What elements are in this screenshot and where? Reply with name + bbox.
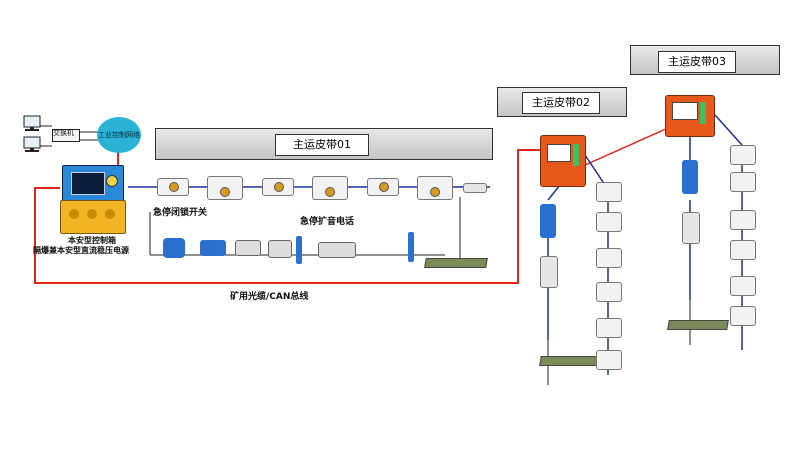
belt02-to-belt03-link [584, 127, 669, 166]
belt01-sensor-6 [417, 176, 453, 200]
industrial-network-cloud [97, 117, 141, 153]
pull-cord-sensor-1 [296, 236, 302, 264]
belt03-sensor-b2 [730, 172, 756, 192]
belt03-blue-sensor [682, 160, 698, 194]
belt-03-title: 主运皮带03 [658, 51, 736, 73]
pull-cord-sensor-2 [408, 232, 414, 262]
switch-label: 交换机 [53, 129, 74, 137]
control-box-label: 本安型控制箱 [68, 236, 116, 245]
belt02-sensor-b3 [596, 248, 622, 268]
belt01-tail-sensor [463, 183, 487, 193]
belt03-sensor-b4 [730, 240, 756, 260]
belt-02-title: 主运皮带02 [522, 92, 600, 114]
control-box-screen [71, 172, 105, 195]
emergency-phone-label: 急停扩音电话 [300, 217, 355, 227]
explosion-proof-psu [60, 200, 126, 234]
belt01-sensor-3 [262, 178, 294, 196]
gas-detector [163, 238, 185, 258]
network-switch [52, 129, 80, 142]
belt01-sensor-5 [367, 178, 399, 196]
belt02-sensor-a [540, 256, 558, 288]
belt03-sensor-b5 [730, 276, 756, 296]
belt02-sensor-b4 [596, 282, 622, 302]
belt02-sensor-b6 [596, 350, 622, 370]
belt02-sensor-b1 [596, 182, 622, 202]
cable-label: 矿用光缆/CAN总线 [230, 292, 309, 302]
psu-label: 隔爆兼本安型直流稳压电源 [33, 246, 129, 255]
belt02-plate [539, 356, 601, 366]
emergency-lock-switch-label: 急停闭锁开关 [153, 208, 208, 218]
computer-icon [23, 115, 41, 152]
belt03-sensor-b6 [730, 306, 756, 326]
speed-sensor [200, 240, 226, 256]
belt01-sensor-2 [207, 176, 243, 200]
belt01-sensor-4 [312, 176, 348, 200]
belt03-sensor-a [682, 212, 700, 244]
tear-sensor [318, 242, 356, 258]
belt-01-title: 主运皮带01 [275, 134, 369, 156]
belt02-sensor-b2 [596, 212, 622, 232]
belt01-deviation-plate [424, 258, 488, 268]
safety-control-box [62, 165, 124, 201]
belt03-sensor-b1 [730, 145, 756, 165]
belt02-sensor-b5 [596, 318, 622, 338]
belt02-controller [540, 135, 586, 187]
temperature-sensor [235, 240, 261, 256]
belt03-plate [667, 320, 729, 330]
smoke-sensor [268, 240, 292, 258]
belt02-blue-sensor [540, 204, 556, 238]
belt03-controller [665, 95, 715, 137]
industrial-network-label: 工业控制网络 [98, 131, 140, 139]
belt01-sensor-1 [157, 178, 189, 196]
can-bus-cable [34, 149, 560, 284]
belt03-sensor-b3 [730, 210, 756, 230]
